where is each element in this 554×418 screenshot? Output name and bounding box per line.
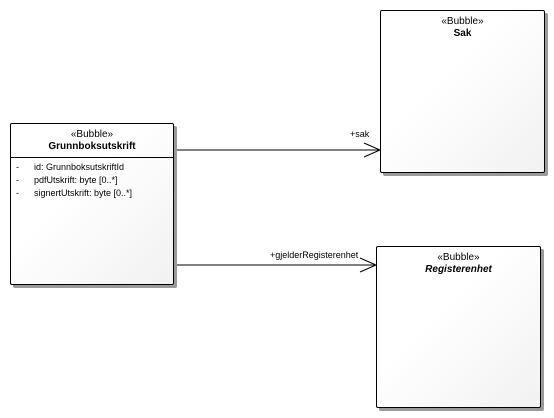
class-grunnboksutskrift[interactable]: «Bubble» Grunnboksutskrift - id: Grunnbo… — [10, 123, 174, 285]
visibility-marker: - — [16, 175, 19, 185]
stereotype-label: «Bubble» — [441, 16, 484, 27]
attribute-text: signertUtskrift: byte [0..*] — [34, 188, 133, 198]
stereotype-label: «Bubble» — [70, 129, 114, 140]
class-header: «Bubble» Grunnboksutskrift — [11, 124, 173, 153]
role-label-gjelder-registerenhet: +gjelderRegisterenhet — [270, 250, 359, 260]
association-sak[interactable] — [174, 142, 382, 158]
visibility-marker: - — [16, 188, 19, 198]
role-label-sak: +sak — [350, 129, 370, 139]
attribute-row[interactable]: - id: GrunnboksutskriftId — [14, 161, 173, 174]
stereotype-label: «Bubble» — [437, 252, 480, 263]
class-name: Registerenhet — [425, 264, 492, 275]
attribute-row[interactable]: - signertUtskrift: byte [0..*] — [14, 187, 173, 200]
class-name: Grunnboksutskrift — [48, 141, 136, 152]
attribute-compartment: - id: GrunnboksutskriftId - pdfUtskrift:… — [11, 158, 173, 200]
class-name: Sak — [453, 28, 472, 39]
attribute-row[interactable]: - pdfUtskrift: byte [0..*] — [14, 174, 173, 187]
class-sak[interactable]: «Bubble» Sak — [380, 10, 545, 173]
attribute-text: id: GrunnboksutskriftId — [34, 162, 125, 172]
association-registerenhet[interactable] — [174, 257, 378, 273]
compartment-divider — [11, 157, 173, 158]
class-header: «Bubble» Registerenhet — [377, 247, 540, 276]
class-header: «Bubble» Sak — [381, 11, 544, 40]
visibility-marker: - — [16, 162, 19, 172]
class-registerenhet[interactable]: «Bubble» Registerenhet — [376, 246, 541, 408]
attribute-text: pdfUtskrift: byte [0..*] — [34, 175, 118, 185]
